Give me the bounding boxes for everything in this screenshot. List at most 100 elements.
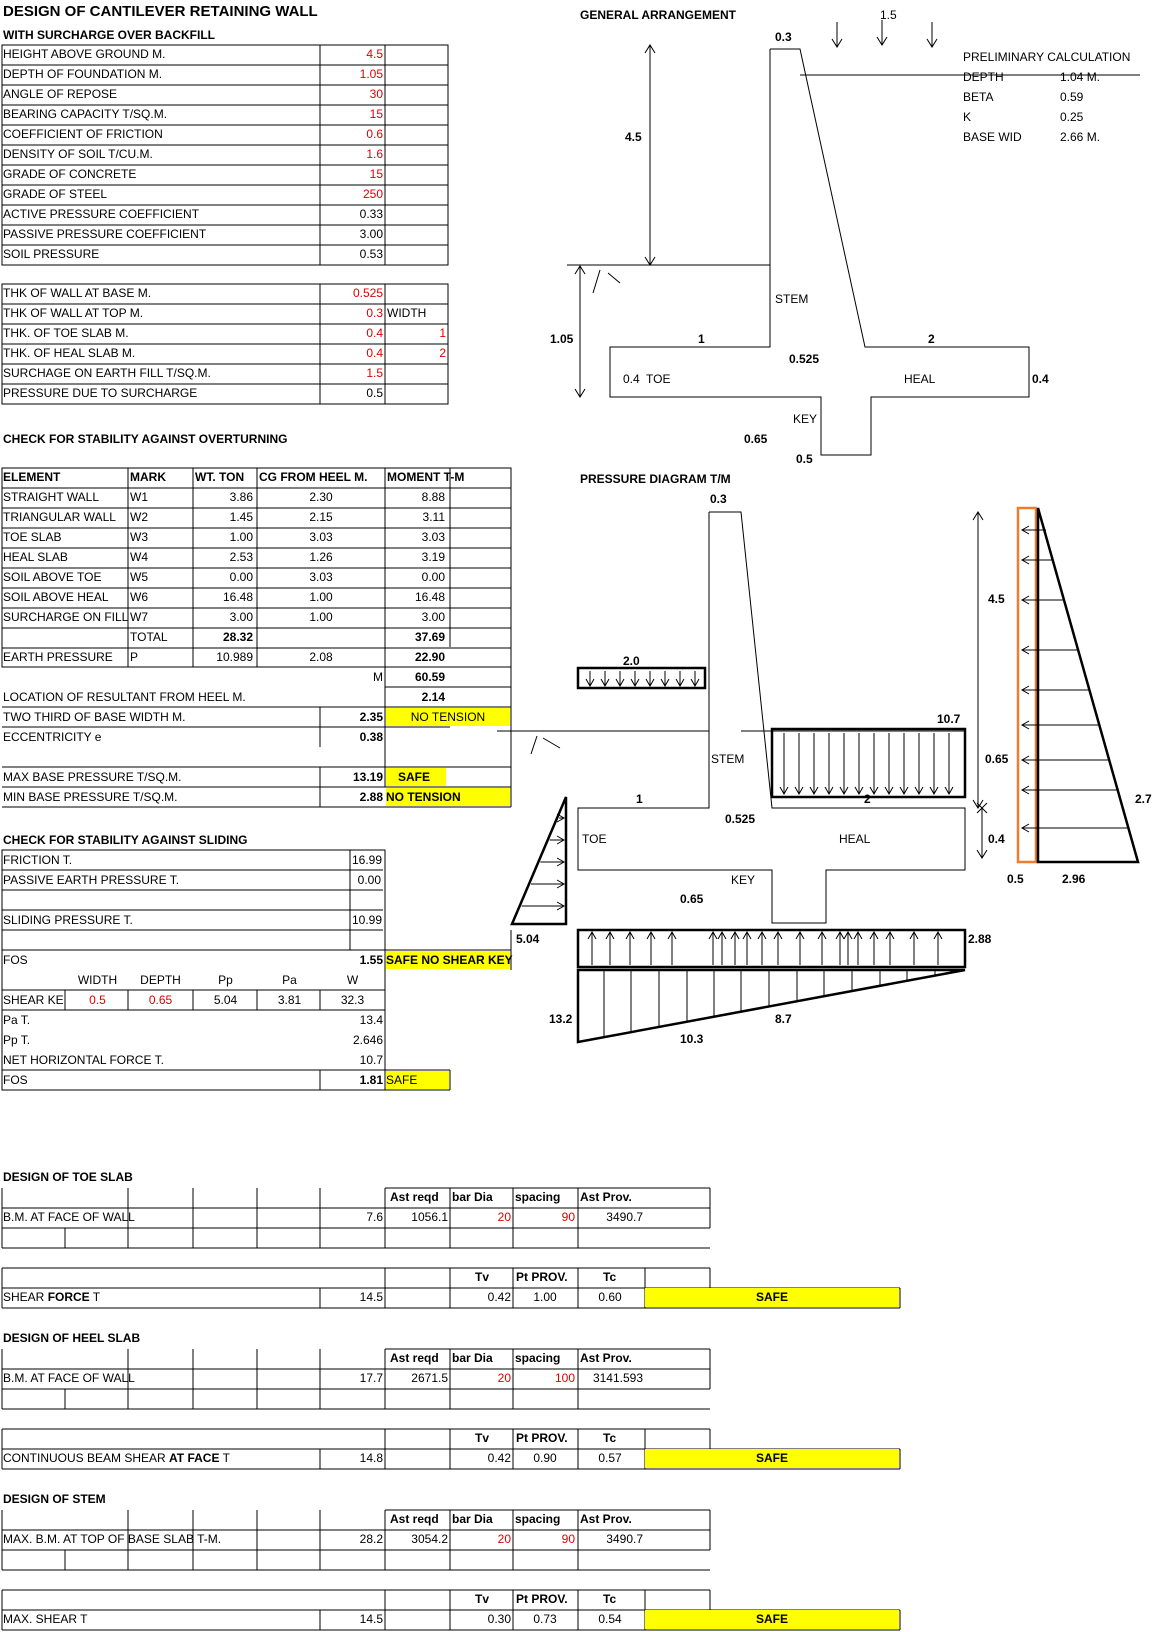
- ga-base-thk: 0.525: [789, 352, 820, 366]
- shear-key-header: WIDTH: [77, 973, 118, 987]
- shear-key-header: Pp: [218, 973, 233, 987]
- shear-key-value: 0.5: [89, 993, 106, 1007]
- two-third-status: NO TENSION: [386, 708, 510, 726]
- earth-label: EARTH PRESSURE: [3, 650, 113, 664]
- resultant-label: LOCATION OF RESULTANT FROM HEEL M.: [3, 690, 246, 704]
- input-label: DEPTH OF FOUNDATION M.: [3, 67, 163, 81]
- row-mark: W3: [130, 530, 148, 544]
- row-moment: 16.48: [414, 590, 445, 604]
- shear-key-value: 5.04: [213, 993, 238, 1007]
- shear-label-a: MAX. SHEAR T: [3, 1612, 88, 1626]
- pa-label: Pa T.: [3, 1013, 31, 1027]
- row-cg: 2.15: [309, 510, 333, 524]
- fos2-value: 1.81: [359, 1073, 383, 1087]
- row-cg: 1.26: [309, 550, 333, 564]
- pt-prov-value: 0.73: [533, 1612, 557, 1626]
- row-weight: 3.86: [229, 490, 253, 504]
- ga-toe-thk: 0.4: [623, 372, 640, 386]
- shear-key-value: 3.81: [277, 993, 302, 1007]
- ga-key-depth: 0.65: [744, 432, 768, 446]
- bar-dia-value: 20: [497, 1371, 511, 1385]
- input-label: ANGLE OF REPOSE: [3, 87, 118, 101]
- row-cg: 3.03: [309, 530, 333, 544]
- pd-296: 2.96: [1062, 872, 1086, 886]
- total-weight: 28.32: [222, 630, 253, 644]
- shear-status: SAFE: [645, 1610, 899, 1629]
- row-element: TRIANGULAR WALL: [3, 510, 116, 524]
- input-label: ACTIVE PRESSURE COEFFICIENT: [3, 207, 200, 221]
- design-heading: DESIGN OF STEM: [3, 1492, 106, 1506]
- pd-065: 0.65: [680, 892, 704, 906]
- ga-stem: STEM: [775, 292, 809, 306]
- page-subtitle: WITH SURCHARGE OVER BACKFILL: [3, 28, 215, 42]
- spacing-header: spacing: [515, 1512, 561, 1526]
- dimension-value: 1.5: [366, 366, 383, 380]
- input-value: 0.33: [359, 207, 383, 221]
- dimension-label: SURCHAGE ON EARTH FILL T/SQ.M.: [3, 366, 211, 380]
- design-heading: DESIGN OF HEEL SLAB: [3, 1331, 141, 1345]
- ga-heal-thk: 0.4: [1032, 372, 1049, 386]
- min-pressure-status: NO TENSION: [386, 788, 510, 806]
- row-weight: 1.00: [229, 530, 253, 544]
- pd-heal: HEAL: [839, 832, 871, 846]
- column-header: MARK: [130, 470, 166, 484]
- dimension-label: THK. OF HEAL SLAB M.: [3, 346, 136, 360]
- net-force-value: 10.7: [359, 1053, 383, 1067]
- ast-reqd-value: 1056.1: [411, 1210, 448, 1224]
- pd-key: KEY: [731, 873, 756, 887]
- pd-toe: TOE: [582, 832, 607, 846]
- fos2-status: SAFE: [386, 1071, 449, 1089]
- pd-top: 0.3: [710, 492, 727, 506]
- dimension-value: 0.5: [366, 386, 383, 400]
- shear-key-label: SHEAR KEY: [3, 993, 63, 1007]
- row-mark: W4: [130, 550, 148, 564]
- spacing-value: 100: [554, 1371, 575, 1385]
- fos2-label: FOS: [3, 1073, 28, 1087]
- tv-header: Tv: [475, 1592, 490, 1606]
- ga-height: 4.5: [625, 130, 642, 144]
- ast-reqd-header: Ast reqd: [390, 1512, 439, 1526]
- max-pressure-label: MAX BASE PRESSURE T/SQ.M.: [3, 770, 182, 784]
- pd-stem: STEM: [711, 752, 745, 766]
- sliding-pressure-value: 10.99: [352, 913, 383, 927]
- spacing-value: 90: [561, 1532, 575, 1546]
- ga-title: GENERAL ARRANGEMENT: [580, 8, 737, 22]
- ga-key: KEY: [793, 412, 818, 426]
- pd-87: 8.7: [775, 1012, 792, 1026]
- prelim-value: 1.04 M.: [1060, 70, 1101, 84]
- earth-cg: 2.08: [309, 650, 333, 664]
- pt-prov-header: Pt PROV.: [516, 1431, 568, 1445]
- spacing-value: 90: [561, 1210, 575, 1224]
- dimension-extra: 1: [439, 326, 446, 340]
- dimension-value: 0.525: [352, 286, 383, 300]
- ga-one: 1: [698, 332, 705, 346]
- eccentricity-value: 0.38: [359, 730, 383, 744]
- sliding-pressure-label: SLIDING PRESSURE T.: [3, 913, 133, 927]
- pd-288: 2.88: [968, 932, 992, 946]
- max-pressure-status: SAFE: [386, 768, 446, 786]
- ga-toe: TOE: [646, 372, 671, 386]
- pa-value: 13.4: [359, 1013, 383, 1027]
- input-value: 1.6: [366, 147, 383, 161]
- min-pressure-label: MIN BASE PRESSURE T/SQ.M.: [3, 790, 178, 804]
- input-value: 0.6: [366, 127, 383, 141]
- pd-103: 10.3: [680, 1032, 704, 1046]
- tv-value: 0.42: [487, 1290, 511, 1304]
- input-label: PASSIVE PRESSURE COEFFICIENT: [3, 227, 207, 241]
- net-force-label: NET HORIZONTAL FORCE T.: [3, 1053, 164, 1067]
- row-moment: 8.88: [421, 490, 445, 504]
- row-mark: W1: [130, 490, 148, 504]
- pt-prov-value: 1.00: [533, 1290, 557, 1304]
- column-header: CG FROM HEEL M.: [259, 470, 368, 484]
- fos-status: SAFE NO SHEAR KEY: [386, 951, 513, 969]
- shear-key-header: W: [346, 973, 359, 987]
- column-header: WT. TON: [195, 470, 245, 484]
- tc-value: 0.60: [598, 1290, 622, 1304]
- ast-reqd-value: 3054.2: [411, 1532, 448, 1546]
- shear-label: CONTINUOUS BEAM SHEAR AT FACE T: [3, 1451, 230, 1465]
- row-weight: 16.48: [222, 590, 253, 604]
- shear-label-a: CONTINUOUS BEAM SHEAR: [3, 1451, 170, 1465]
- input-value: 250: [362, 187, 383, 201]
- total-label: TOTAL: [130, 630, 168, 644]
